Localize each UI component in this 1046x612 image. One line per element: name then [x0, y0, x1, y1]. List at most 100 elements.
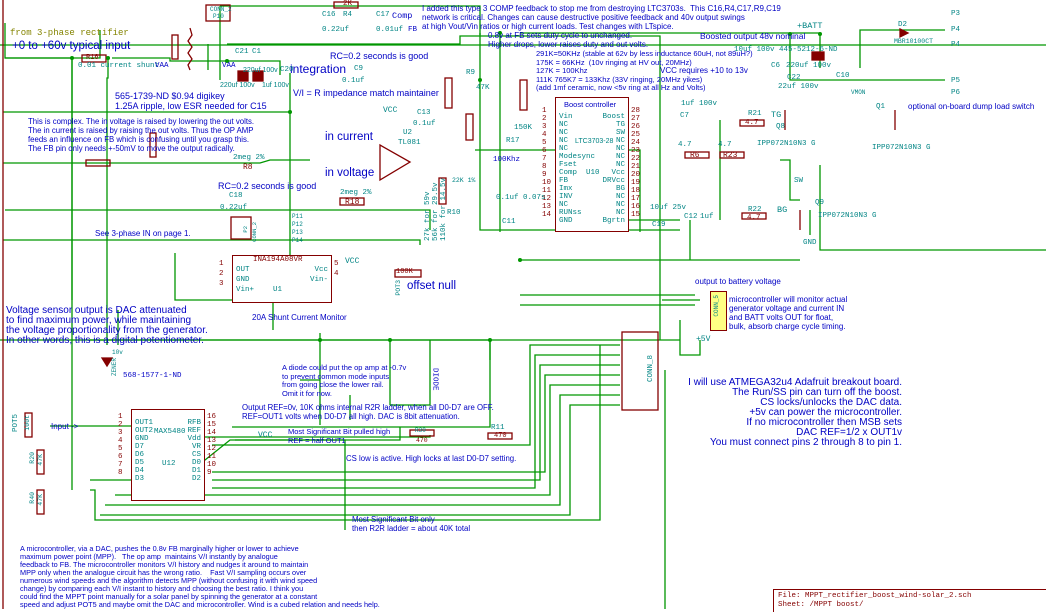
- tg-label: TG: [771, 110, 782, 120]
- p7-conn-label: CONN_8: [647, 355, 655, 383]
- p12-label: P12: [292, 221, 303, 228]
- p10-label: P10: [213, 13, 224, 20]
- pin-number: 4: [542, 131, 547, 139]
- sheet-name: Sheet: /MPPT boost/: [778, 601, 864, 609]
- zener-part-number: 568-1577-1-ND: [123, 372, 182, 380]
- pin-number: 11: [542, 187, 552, 195]
- p14-label: P14: [292, 237, 303, 244]
- boosted-output-label: Boosted output 48v nominal: [700, 31, 806, 41]
- c22-value: 22uf 100v: [778, 83, 819, 91]
- c10-label: C10: [836, 72, 850, 80]
- pin-number: 2: [118, 421, 123, 429]
- pin-number: 21: [631, 163, 641, 171]
- voltage-sensor-note: Voltage sensor output is DAC attenuated …: [6, 305, 208, 346]
- max-part: MAX5480: [154, 428, 186, 436]
- r16-ref: R16: [86, 54, 99, 62]
- r10-label: R10: [447, 209, 461, 217]
- c6-label: C6: [771, 62, 781, 70]
- pin-label-fset: Fset: [559, 161, 578, 169]
- pin-label-imx: Imx: [559, 185, 573, 193]
- divider-note: 27k for 59v 56k for 29.5v 110k for 14.5v: [424, 178, 448, 242]
- pin-label-vin+: Vin+: [236, 286, 255, 294]
- shunt-desc: 0.01 current shunt: [78, 62, 160, 70]
- c17-label: C17: [376, 11, 390, 19]
- r18-label: R18: [345, 198, 360, 207]
- pin-label-nc: NC: [615, 209, 625, 217]
- u10-label: U10: [586, 169, 600, 177]
- mppt-note: A microcontroller, via a DAC, pushes the…: [20, 544, 380, 609]
- d2-label: D2: [898, 21, 908, 29]
- pin-number: 16: [207, 413, 217, 421]
- pin-number: 2: [542, 115, 547, 123]
- pin-label-vcc: Vcc: [314, 266, 328, 274]
- c12-label: C12: [684, 213, 698, 221]
- pin-label-sw: SW: [615, 129, 625, 137]
- c21-value: 220uf 100v: [220, 82, 255, 89]
- r8-value: 2meg 2%: [233, 154, 265, 162]
- comp-note: I added this type 3 COMP feedback to sto…: [422, 4, 781, 31]
- pin-label-runss: RUNss: [559, 209, 582, 217]
- c7-label: C7: [680, 112, 690, 120]
- c19-label: C19: [652, 221, 666, 229]
- c12-value: 1uf: [700, 213, 714, 221]
- p1-connector[interactable]: CONN_5: [710, 291, 727, 331]
- c9-value: 0.1uf: [342, 77, 365, 85]
- pin-number: 8: [118, 469, 123, 477]
- d2-part: MBR10100CT: [894, 38, 934, 45]
- c18-value: 0.22uf: [220, 204, 248, 212]
- cap-note: 565-1739-ND $0.94 digikey 1.25A ripple, …: [115, 91, 267, 111]
- fb-label: FB: [408, 26, 418, 34]
- pin-number: 24: [631, 139, 641, 147]
- q9-part: IPP072N10N3 G: [818, 212, 877, 220]
- pin-number: 3: [219, 280, 224, 288]
- p2-label: P2: [242, 226, 249, 233]
- r40-label: R40: [29, 492, 36, 504]
- pin-number: 7: [118, 461, 123, 469]
- pot5-label: POT5: [12, 414, 20, 433]
- pot3-label: POT3: [395, 280, 402, 296]
- c11-value: 0.1uf 0.07s: [496, 194, 546, 202]
- pin-label-nc: NC: [559, 145, 569, 153]
- pin-label-modesync: Modesync: [559, 153, 596, 161]
- vi-note: V/I = R impedance match maintainer: [293, 88, 439, 98]
- ina-part: INA194A08VR: [253, 256, 303, 264]
- p4-label: P4: [951, 26, 961, 34]
- pin-number: 12: [542, 195, 552, 203]
- pin-number: 27: [631, 115, 641, 123]
- pin-number: 23: [631, 147, 641, 155]
- pin-number: 25: [631, 131, 641, 139]
- pin-label-nc: NC: [615, 153, 625, 161]
- pin-number: 18: [631, 187, 641, 195]
- c20-label: C20: [280, 66, 294, 74]
- pin-label-gnd: GND: [559, 217, 573, 225]
- msb-only-note: Most Significant Bit only then R2R ladde…: [352, 515, 471, 533]
- r8-label: R8: [243, 163, 253, 172]
- p13-label: P13: [292, 229, 303, 236]
- pin-label-d3: D3: [135, 475, 145, 483]
- vaa-label-2: VAA: [222, 62, 236, 70]
- c1-label: C1: [252, 48, 262, 56]
- c20-value: 1uf 100v: [262, 82, 289, 89]
- c19-value: 10uf 25v: [650, 204, 687, 212]
- title-block: File: MPPT_rectifier_boost_wind-solar_2.…: [773, 589, 1046, 612]
- u12-label: U12: [162, 460, 176, 468]
- fosc-label: 100Khz: [493, 156, 521, 164]
- pin-label-d0: D0: [191, 459, 201, 467]
- vcc-label-2: VCC: [345, 257, 360, 266]
- c10-part: 10uf 100v 445-5212-6-ND: [734, 46, 838, 54]
- u2-label: U2: [403, 129, 413, 137]
- pin-number: 5: [542, 139, 547, 147]
- pin-label-d2: D2: [191, 475, 201, 483]
- r4-label: R4: [343, 11, 353, 19]
- conn2-label: CONN_2: [210, 6, 232, 13]
- r20-value-left: 47K: [37, 454, 44, 466]
- c16-value: 0.22uf: [322, 26, 350, 34]
- q1-label: Q1: [876, 103, 886, 111]
- pin-number: 12: [207, 445, 217, 453]
- vcc-label-3: VCC: [383, 106, 398, 115]
- pin-label-fb: FB: [559, 177, 569, 185]
- pin-label-tg: TG: [615, 121, 625, 129]
- pin-label-bgrtn: Bgrtn: [602, 217, 625, 225]
- pin-label-boost: Boost: [602, 113, 625, 121]
